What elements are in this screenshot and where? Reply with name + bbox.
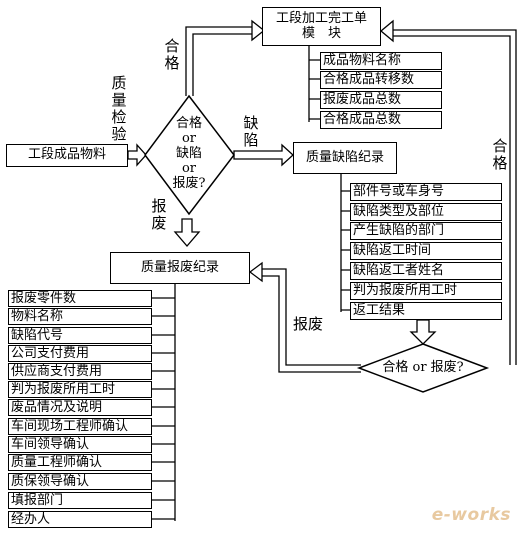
label-scrap-bottom: 报废: [293, 315, 324, 333]
scrap-field: 报废零件数: [8, 290, 152, 307]
scrap-record-box: 质量报废纪录: [110, 252, 250, 284]
scrap-field: 公司支付费用: [8, 345, 152, 362]
scrap-return-line: [262, 268, 361, 373]
work-order-field: 合格成品总数: [320, 111, 442, 129]
defect-field: 缺陷返工者姓名: [350, 262, 502, 280]
scrap-field: 质量工程师确认: [8, 454, 152, 471]
defect-field: 部件号或车身号: [350, 183, 502, 201]
scrap-field: 经办人: [8, 511, 152, 528]
work-order-field: 成品物料名称: [320, 52, 442, 70]
work-order-field: 报废成品总数: [320, 91, 442, 109]
decision-1-line4: or: [181, 161, 197, 176]
label-scrap-left: 报废: [151, 197, 167, 232]
scrap-bracket: [152, 282, 176, 521]
defect-field: 缺陷返工时间: [350, 242, 502, 260]
e-works-watermark-logo: e-works: [431, 505, 511, 525]
scrap-field: 缺陷代号: [8, 327, 152, 344]
scrap-field: 车间现场工程师确认: [8, 418, 152, 435]
work-order-field: 合格成品转移数: [320, 71, 442, 89]
work-order-module-box: 工段加工完工单 模 块: [262, 7, 381, 46]
material-box: 工段成品物料: [6, 144, 128, 167]
decision-diamond-1: [144, 94, 235, 216]
defect-field: 产生缺陷的部门: [350, 222, 502, 240]
defect-field: 返工结果: [350, 302, 502, 320]
material-label: 工段成品物料: [27, 147, 106, 163]
decision-1-line3: 缺陷: [175, 146, 202, 161]
decision-1-line1: 合格: [175, 116, 202, 131]
scrap-field: 判为报废所用工时: [8, 381, 152, 398]
work-order-title-line2: 模 块: [301, 25, 341, 41]
scrap-field: 供应商支付费用: [8, 363, 152, 380]
defect-bracket: [340, 174, 350, 312]
defect-record-label: 质量缺陷纪录: [305, 149, 384, 165]
scrap-return-arrowhead: [248, 261, 263, 283]
scrap-field: 物料名称: [8, 308, 152, 325]
defect-arrow: [233, 143, 294, 167]
label-qualified-top: 合格: [164, 37, 180, 72]
defect-field: 缺陷类型及部位: [350, 203, 502, 221]
decision-1-text: 合格 or 缺陷 or 报废?: [164, 116, 214, 191]
label-qualified-right: 合格: [492, 137, 508, 172]
decision-diamond-2: [356, 343, 490, 393]
scrap-field: 质保领导确认: [8, 473, 152, 490]
qualified-return-arrowhead: [379, 19, 394, 43]
qualified-double-line: [185, 26, 252, 96]
scrap-record-label: 质量报废纪录: [140, 259, 219, 275]
workorder-bracket: [308, 44, 320, 122]
scrap-arrow: [173, 218, 201, 247]
result-arrow: [409, 319, 437, 345]
qualified-return-line: [391, 29, 517, 365]
scrap-field: 车间领导确认: [8, 436, 152, 453]
decision-1-line5: 报废?: [172, 176, 206, 191]
material-arrow: [127, 143, 147, 167]
label-defect: 缺陷: [243, 114, 259, 149]
decision-1-line2: or: [181, 131, 197, 146]
scrap-field: 废品情况及说明: [8, 399, 152, 416]
qualified-arrowhead: [251, 19, 266, 42]
defect-field: 判为报废所用工时: [350, 282, 502, 300]
work-order-title-line1: 工段加工完工单: [275, 11, 367, 27]
defect-record-box: 质量缺陷纪录: [293, 142, 397, 174]
label-inspection: 质量检验: [111, 74, 127, 143]
decision-2-text: 合格 or 报废?: [382, 360, 464, 375]
scrap-field: 填报部门: [8, 492, 152, 509]
